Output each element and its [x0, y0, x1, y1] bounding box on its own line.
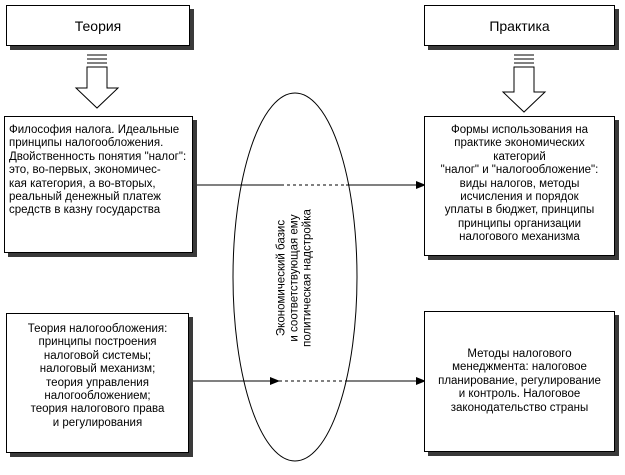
forms-line: уплаты в бюджет, принципы: [444, 204, 595, 217]
practice-forms-box: Формы использования на практике экономич…: [424, 116, 615, 256]
forms-line: виды налогов, методы: [459, 177, 580, 190]
forms-line: принципы организации: [457, 217, 582, 230]
taxation-theory-line: налоговый механизм;: [39, 363, 156, 376]
methods-line: планирование, регулирование: [438, 374, 601, 387]
theory-down-arrow: [74, 54, 120, 109]
forms-line: категорий: [493, 150, 546, 163]
taxation-theory-line: принципы построения: [38, 336, 157, 349]
theory-header-box: Теория: [6, 5, 190, 46]
methods-line: менеджмента: налоговое: [452, 361, 587, 374]
forms-line: "налог" и "налогообложение":: [440, 164, 599, 177]
theory-header-label: Теория: [74, 17, 122, 34]
philosophy-line: Двойственность понятия "налог":: [9, 150, 187, 163]
taxation-theory-line: теория налогового права: [30, 403, 165, 416]
taxation-theory-line: налоговой системы;: [43, 349, 152, 362]
practice-header-box: Практика: [424, 5, 615, 46]
philosophy-line: реальный денежный платеж: [9, 191, 161, 204]
taxation-theory-box: Теория налогообложения: принципы построе…: [6, 313, 189, 453]
ellipse-line: и соответствующая ему: [288, 214, 301, 342]
forms-line: Формы использования на: [450, 124, 588, 136]
methods-line: законодательство страны: [450, 401, 589, 414]
forms-line: налогового механизма: [459, 231, 580, 244]
practice-down-arrow: [501, 54, 547, 113]
philosophy-line: это, во-первых, экономичес-: [9, 164, 161, 177]
forms-line: исчисления и порядок: [460, 191, 579, 204]
philosophy-line: принципы налогообложения.: [9, 137, 164, 150]
ellipse-line: Экономический базис: [275, 219, 288, 337]
taxation-theory-line: налогообложением;: [44, 390, 151, 403]
tax-methods-box: Методы налогового менеджмента: налоговое…: [424, 311, 615, 452]
philosophy-line: кая категория, а во-вторых,: [9, 177, 156, 190]
methods-line: и контроль. Налоговое: [458, 388, 581, 401]
forms-line: практике экономических: [454, 137, 585, 150]
philosophy-box: Философия налога. Идеальные принципы нал…: [4, 116, 193, 253]
practice-header-label: Практика: [489, 17, 550, 34]
ellipse-label: Экономический базис и соответствующая ем…: [276, 209, 315, 347]
philosophy-line: Философия налога. Идеальные: [9, 124, 180, 136]
taxation-theory-line: Теория налогообложения:: [27, 323, 168, 335]
taxation-theory-line: теория управления: [46, 376, 149, 389]
ellipse-line: политическая надстройка: [301, 209, 314, 347]
methods-line: Методы налогового: [467, 347, 572, 360]
taxation-theory-line: и регулирования: [52, 416, 143, 429]
philosophy-line: средств в казну государства: [9, 204, 161, 217]
